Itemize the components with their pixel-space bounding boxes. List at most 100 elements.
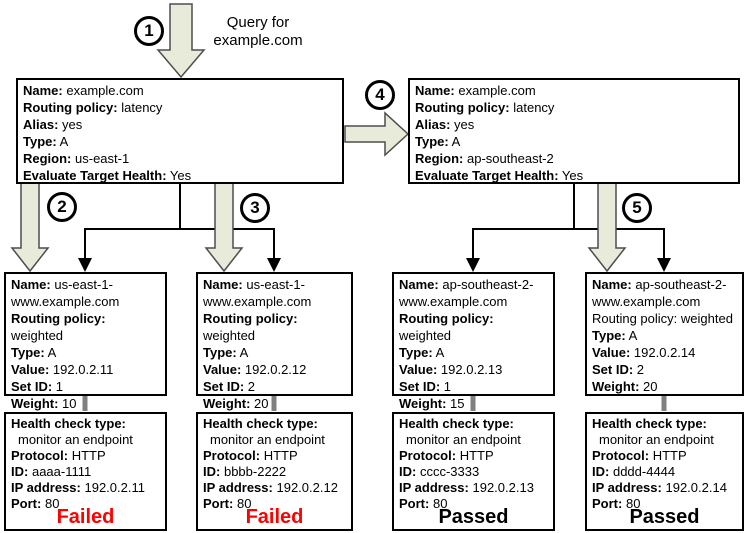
field-label: Name: bbox=[399, 277, 439, 292]
weighted-record-ap-southeast-2-set1: Name: ap-southeast-2-www.example.com Rou… bbox=[392, 272, 555, 411]
record-field: Protocol: HTTP bbox=[203, 448, 346, 464]
record-field: Weight: 20 bbox=[203, 395, 346, 412]
field-value: us-east-1-www.example.com bbox=[203, 277, 312, 309]
field-value: 192.0.2.12 bbox=[244, 362, 307, 377]
field-label: Evaluate Target Health: bbox=[23, 168, 167, 183]
record-field: Routing policy: latency bbox=[415, 99, 733, 116]
field-label: Set ID: bbox=[592, 362, 634, 377]
field-label: Routing policy: bbox=[399, 311, 494, 326]
record-field: Protocol: HTTP bbox=[399, 448, 548, 464]
field-value: monitor an endpoint bbox=[210, 432, 325, 447]
record-field: Routing policy: weighted bbox=[203, 310, 346, 344]
field-value: example.com bbox=[66, 83, 144, 98]
record-field: IP address: 192.0.2.12 bbox=[203, 480, 346, 496]
health-status-badge: Passed bbox=[629, 506, 700, 528]
record-field: Set ID: 2 bbox=[592, 361, 737, 378]
field-label: Set ID: bbox=[399, 379, 441, 394]
record-field: Routing policy: weighted bbox=[592, 310, 737, 327]
query-flow-arrow-step3 bbox=[204, 181, 244, 273]
field-value: monitor an endpoint bbox=[406, 432, 521, 447]
field-value: 2 bbox=[247, 379, 256, 394]
record-field: monitor an endpoint bbox=[203, 432, 346, 448]
health-status-badge: Passed bbox=[438, 506, 509, 528]
field-label: ID: bbox=[399, 464, 417, 479]
record-field: Name: ap-southeast-2-www.example.com bbox=[399, 276, 548, 310]
field-value: 15 bbox=[450, 396, 465, 411]
field-label: IP address: bbox=[592, 480, 662, 495]
field-label: ID: bbox=[11, 464, 29, 479]
record-field: Type: A bbox=[592, 327, 737, 344]
record-field: Health check type: bbox=[11, 416, 160, 432]
field-value: 80 bbox=[44, 496, 60, 511]
field-value: ap-southeast-2 bbox=[467, 151, 554, 166]
field-label: Set ID: bbox=[11, 379, 53, 394]
record-field: Protocol: HTTP bbox=[11, 448, 160, 464]
record-field: Type: A bbox=[23, 133, 337, 150]
health-status-badge: Failed bbox=[245, 506, 304, 528]
field-value: yes bbox=[454, 117, 475, 132]
field-label: Weight: bbox=[11, 396, 59, 411]
record-field: Name: us-east-1-www.example.com bbox=[11, 276, 160, 310]
record-field: Health check type: bbox=[399, 416, 548, 432]
query-flow-arrow-step4 bbox=[344, 111, 410, 157]
field-value: A bbox=[435, 345, 445, 360]
field-value: 1 bbox=[55, 379, 64, 394]
record-field: Name: ap-southeast-2-www.example.com bbox=[592, 276, 737, 310]
field-label: Name: bbox=[11, 277, 51, 292]
weighted-record-ap-southeast-2-set2: Name: ap-southeast-2-www.example.com Rou… bbox=[585, 272, 744, 396]
step-circle-4: 4 bbox=[365, 80, 395, 110]
field-label: Health check type: bbox=[592, 416, 707, 431]
record-field: Routing policy: weighted bbox=[11, 310, 160, 344]
latency-record-ap-southeast-2: Name: example.com Routing policy: latenc… bbox=[408, 78, 740, 184]
record-field: Set ID: 2 bbox=[203, 378, 346, 395]
tree-arrowhead-icon bbox=[466, 258, 480, 272]
field-label: IP address: bbox=[203, 480, 273, 495]
record-field: Port: 80 bbox=[399, 496, 548, 512]
field-value: latency bbox=[121, 100, 163, 115]
field-label: ID: bbox=[592, 464, 610, 479]
field-label: Type: bbox=[23, 134, 57, 149]
record-field: IP address: 192.0.2.13 bbox=[399, 480, 548, 496]
field-label: IP address: bbox=[11, 480, 81, 495]
query-annotation: Query for example.com bbox=[213, 14, 303, 49]
field-value: HTTP bbox=[71, 448, 106, 463]
field-label: Value: bbox=[11, 362, 50, 377]
tree-arrowhead-icon bbox=[267, 258, 281, 272]
field-label: Name: bbox=[415, 83, 455, 98]
field-value: aaaa-1111 bbox=[31, 464, 92, 479]
field-label: Type: bbox=[399, 345, 433, 360]
field-label: Port: bbox=[399, 496, 430, 511]
step-circle-2: 2 bbox=[47, 192, 77, 222]
field-value: 10 bbox=[62, 396, 77, 411]
record-field: Alias: yes bbox=[23, 116, 337, 133]
health-check-bbbb-2222: Health check type: monitor an endpoint P… bbox=[196, 412, 353, 531]
record-field: Alias: yes bbox=[415, 116, 733, 133]
record-field: monitor an endpoint bbox=[11, 432, 160, 448]
record-field: Name: us-east-1-www.example.com bbox=[203, 276, 346, 310]
field-label: Set ID: bbox=[203, 379, 245, 394]
field-value: Yes bbox=[169, 168, 192, 183]
record-field: ID: bbbb-2222 bbox=[203, 464, 346, 480]
record-field: ID: aaaa-1111 bbox=[11, 464, 160, 480]
field-label: Region: bbox=[23, 151, 72, 166]
field-value: ap-southeast-2-www.example.com bbox=[399, 277, 534, 309]
field-value: 192.0.2.13 bbox=[440, 362, 503, 377]
field-label: Routing policy: bbox=[23, 100, 118, 115]
field-label: Weight: bbox=[399, 396, 447, 411]
field-label: Health check type: bbox=[399, 416, 514, 431]
field-label: Routing policy: bbox=[203, 311, 298, 326]
health-check-dddd-4444: Health check type: monitor an endpoint P… bbox=[585, 412, 744, 531]
field-value: 80 bbox=[625, 496, 641, 511]
record-field: IP address: 192.0.2.14 bbox=[592, 480, 737, 496]
field-label: Health check type: bbox=[203, 416, 318, 431]
field-label: IP address: bbox=[399, 480, 469, 495]
field-label: ID: bbox=[203, 464, 221, 479]
record-field: Evaluate Target Health: Yes bbox=[415, 167, 733, 184]
record-field: Region: ap-southeast-2 bbox=[415, 150, 733, 167]
field-label: Name: bbox=[23, 83, 63, 98]
field-value: HTTP bbox=[459, 448, 494, 463]
record-field: Value: 192.0.2.13 bbox=[399, 361, 548, 378]
field-label: Region: bbox=[415, 151, 464, 166]
record-field: Routing policy: weighted bbox=[399, 310, 548, 344]
